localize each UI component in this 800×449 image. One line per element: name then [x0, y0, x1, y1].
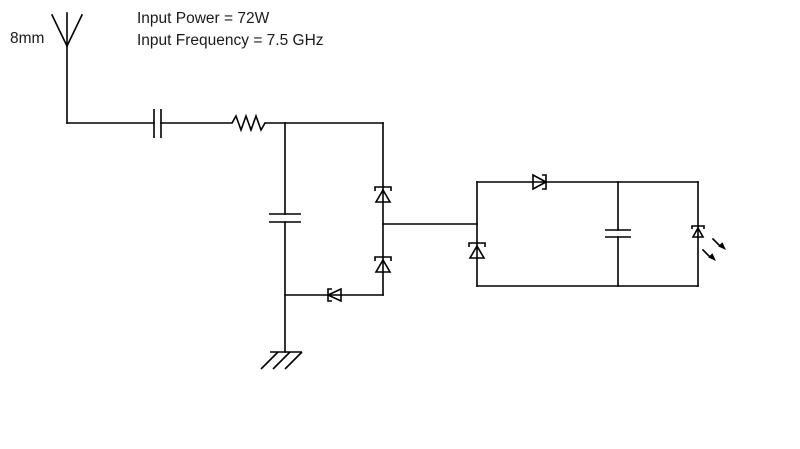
- return-diode-icon: [326, 287, 342, 303]
- led-icon: [691, 225, 726, 261]
- rectifier-diode-lower-icon: [374, 256, 392, 273]
- resistor-icon: [231, 113, 266, 133]
- smoothing-capacitor-icon: [605, 229, 631, 238]
- ground-icon: [260, 351, 303, 370]
- antenna-icon: [50, 12, 84, 124]
- input-power-label: Input Power = 72W: [137, 10, 270, 27]
- input-frequency-label: Input Frequency = 7.5 GHz: [137, 32, 324, 49]
- wires: [66, 122, 699, 353]
- antenna-size-label: 8mm: [10, 30, 44, 47]
- series-capacitor-icon: [153, 109, 162, 138]
- shunt-capacitor-icon: [269, 213, 301, 223]
- rectifier-diode-upper-icon: [374, 186, 392, 203]
- led-emission-arrows: [701, 237, 726, 261]
- shunt-diode-icon: [468, 242, 486, 259]
- series-diode-icon: [532, 173, 548, 191]
